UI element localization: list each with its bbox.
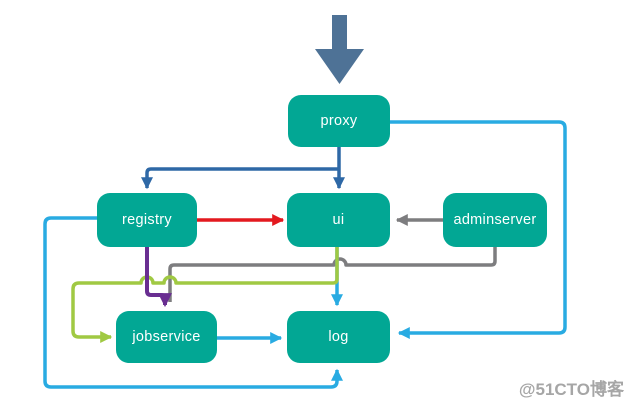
node-ui: ui bbox=[287, 193, 390, 247]
edge-registry-to-log bbox=[43, 216, 343, 389]
node-registry-label: registry bbox=[122, 212, 172, 228]
node-log: log bbox=[287, 311, 390, 363]
node-adminserver-label: adminserver bbox=[453, 212, 537, 228]
node-registry: registry bbox=[97, 193, 197, 247]
node-jobservice-label: jobservice bbox=[132, 329, 201, 345]
edge-adminserver-to-jobservice bbox=[168, 247, 497, 302]
node-proxy: proxy bbox=[288, 95, 390, 147]
node-jobservice: jobservice bbox=[116, 311, 217, 363]
edge-proxy-to-log bbox=[390, 120, 567, 339]
edge-proxy-to-registry bbox=[141, 167, 339, 190]
node-ui-label: ui bbox=[332, 212, 345, 228]
node-adminserver: adminserver bbox=[443, 193, 547, 247]
watermark-51cto: @51CTO博客 bbox=[518, 380, 624, 399]
edge-external-to-proxy-arrow bbox=[315, 15, 364, 84]
edge-registry-to-jobservice bbox=[145, 247, 172, 308]
node-log-label: log bbox=[328, 329, 349, 345]
node-proxy-label: proxy bbox=[320, 113, 358, 129]
